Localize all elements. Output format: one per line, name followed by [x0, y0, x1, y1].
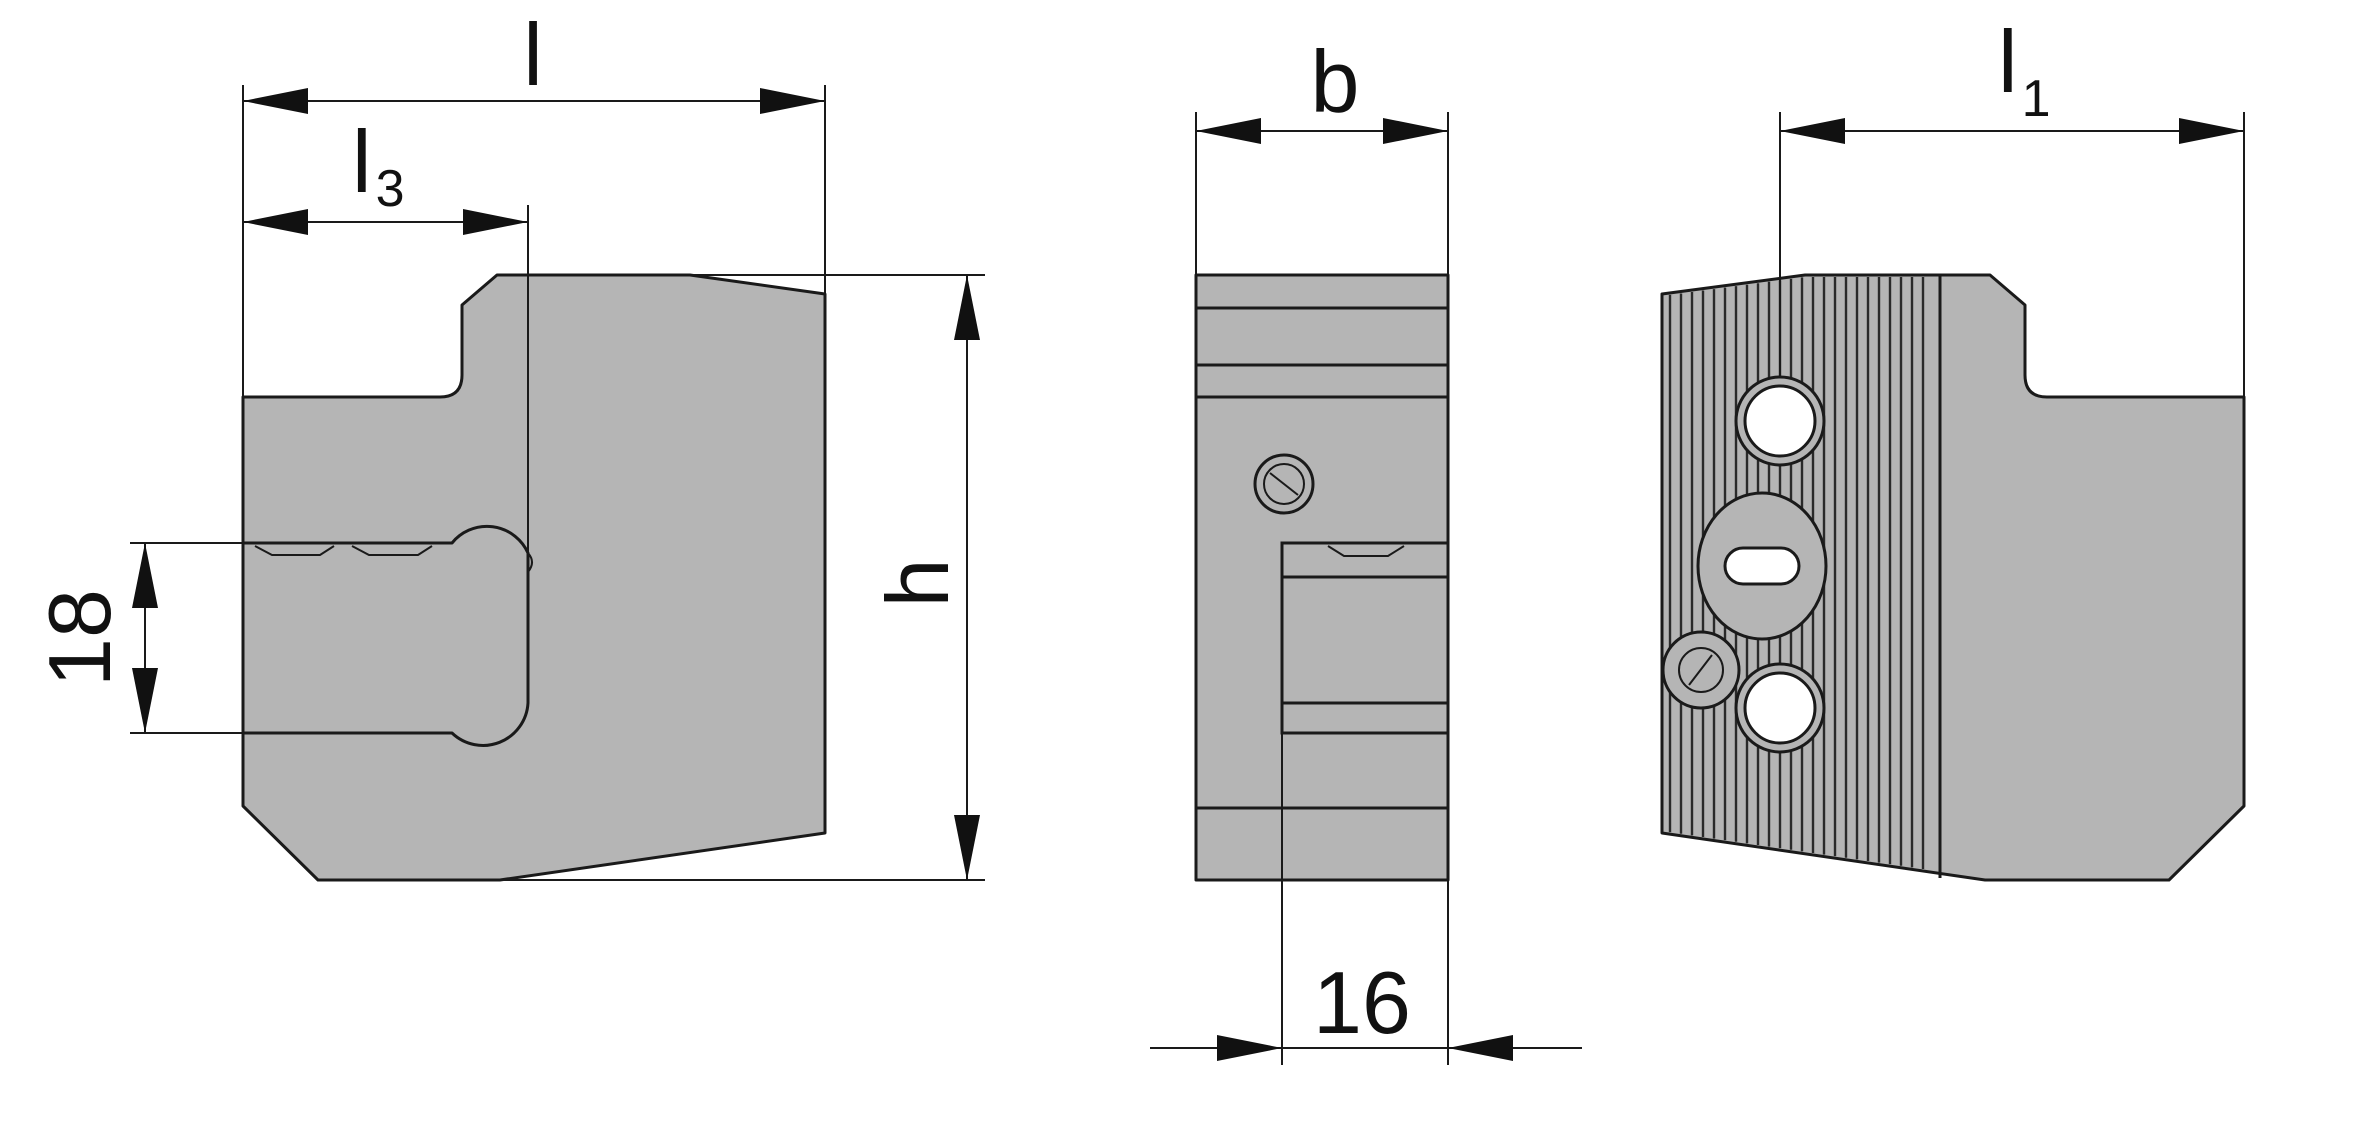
- screw-icon: [1661, 630, 1741, 710]
- left-view-t-slot: [241, 524, 530, 747]
- dim-arrow: [760, 88, 825, 114]
- left-view-slot-bevel: [254, 545, 433, 556]
- dim-arrow: [132, 668, 158, 733]
- left-view-dimensions: [130, 85, 985, 881]
- middle-view-slot: [1280, 541, 1448, 735]
- dim-arrow: [1217, 1035, 1282, 1061]
- dim-arrow: [1383, 118, 1448, 144]
- middle-view-dimensions: [1150, 112, 1582, 1065]
- left-view-slot-relief: [527, 552, 533, 573]
- right-view-dimensions: [1779, 112, 2245, 397]
- slot-hole-icon: [1696, 491, 1828, 641]
- dim-arrow: [1196, 118, 1261, 144]
- right-view-serrations: [1668, 277, 1925, 869]
- dim-arrow: [132, 543, 158, 608]
- dim-label-l3: l3: [352, 112, 404, 218]
- dim-label-l: l: [523, 5, 543, 104]
- dim-arrow: [1780, 118, 1845, 144]
- dim-label-16: 16: [1313, 953, 1411, 1052]
- dim-arrow: [1448, 1035, 1513, 1061]
- dim-label-h: h: [868, 559, 967, 608]
- dim-label-18: 18: [30, 589, 129, 687]
- dim-arrow: [954, 275, 980, 340]
- dim-arrow: [954, 815, 980, 880]
- dim-arrow: [2179, 118, 2244, 144]
- middle-view: [1194, 273, 1450, 882]
- dim-label-b: b: [1311, 32, 1360, 131]
- dim-arrow: [243, 209, 308, 235]
- left-view: [241, 273, 827, 882]
- dim-label-l1: l1: [1998, 12, 2050, 128]
- dim-arrow: [463, 209, 528, 235]
- hole-icon: [1734, 375, 1826, 467]
- screw-icon: [1253, 453, 1315, 515]
- right-view: [1660, 273, 2246, 882]
- dim-arrow: [243, 88, 308, 114]
- hole-icon: [1734, 662, 1826, 754]
